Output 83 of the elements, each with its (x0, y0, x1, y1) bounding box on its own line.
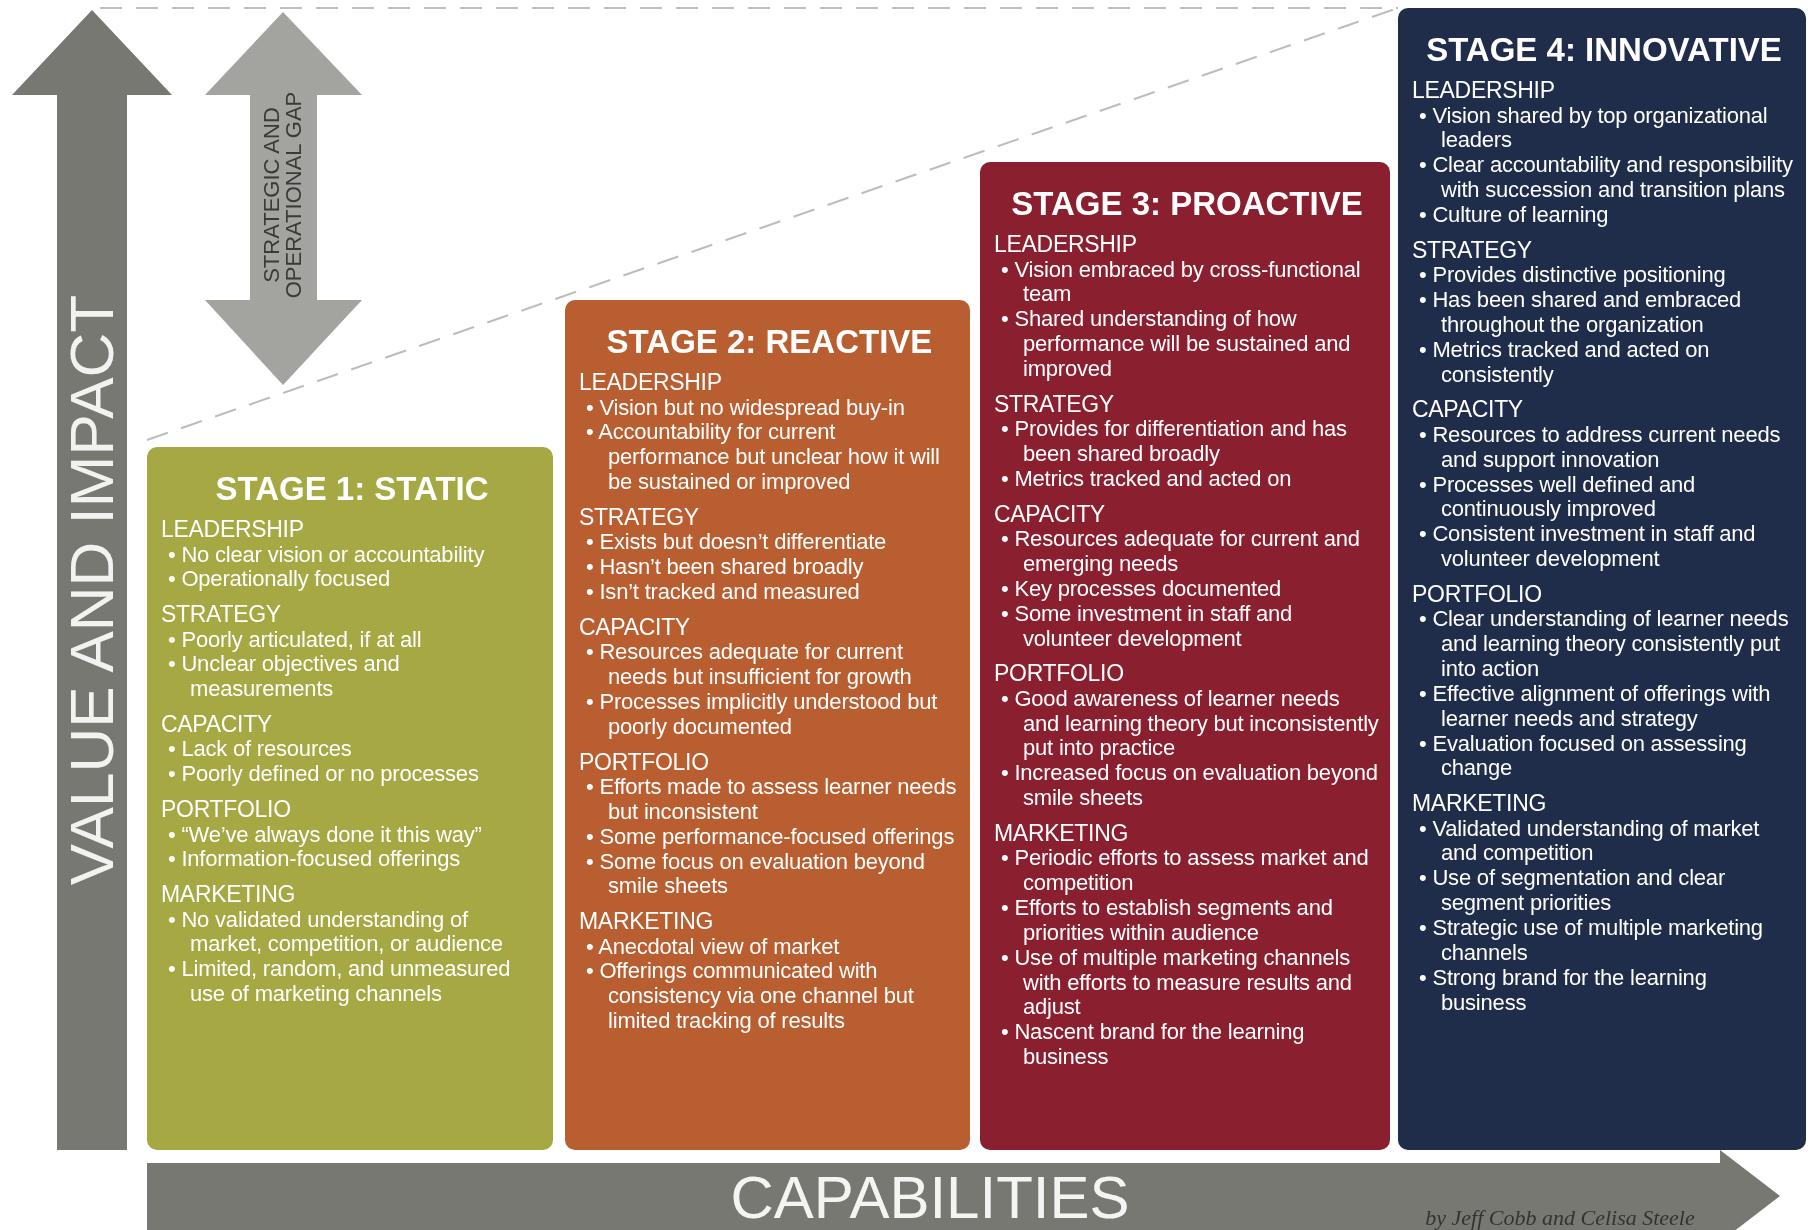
bullet-item: • Provides for differentiation and has been shared broadly (1000, 417, 1348, 467)
bullet-item: • Offerings communicated with consistency via one channel but limited tracking of results (585, 959, 915, 1034)
section-heading: PORTFOLIO (1412, 581, 1543, 608)
axis-title: CAPABILITIES (730, 1168, 1130, 1228)
section-heading: LEADERSHIP (579, 370, 723, 396)
section-heading: LEADERSHIP (994, 232, 1138, 258)
section-heading: LEADERSHIP (161, 517, 305, 543)
bullet-item: • Key processes documented (1000, 576, 1283, 602)
bullet-item: • No validated understanding of market, competition, or audience (167, 907, 504, 958)
bullet-item: • Some focus on evaluation beyond smile sheets (585, 849, 925, 900)
section-heading: STRATEGY (579, 505, 700, 531)
bullet-item: • Strategic use of multiple marketing channels (1418, 916, 1764, 966)
bullet-item: • Shared understanding of how performance will be sustained and improved (1000, 307, 1352, 382)
bullet-item: • Use of multiple marketing channels with efforts to measure results and adjust (1000, 945, 1353, 1021)
section-heading: STRATEGY (161, 602, 282, 628)
bullet-item: • Effective alignment of offerings with learner needs and strategy (1418, 681, 1772, 732)
bullet-item: • Provides distinctive positioning (1418, 263, 1727, 289)
bullet-item: • Resources to address current needs and support innovation (1418, 422, 1782, 473)
bullet-item: • Some investment in staff and volunteer development (1000, 601, 1294, 652)
section-heading: MARKETING (1412, 791, 1548, 817)
section-heading: STRATEGY (1412, 237, 1533, 264)
bullet-item: • Poorly defined or no processes (167, 762, 480, 788)
section-heading: CAPACITY (579, 614, 691, 641)
bullet-item: • Clear accountability and responsibility with succession and transition plans (1418, 153, 1794, 204)
section-heading: PORTFOLIO (994, 661, 1125, 687)
stage-title: STAGE 2: REACTIVE (605, 324, 934, 361)
section-heading: CAPACITY (1412, 397, 1524, 423)
bullet-item: • Increased focus on evaluation beyond smile sheets (1000, 761, 1379, 811)
bullet-item: • Limited, random, and unmeasured use of marketing channels (167, 957, 512, 1007)
bullet-item: • Accountability for current performance but unclear how it will be sustained or improved (585, 420, 941, 496)
gap-label: STRATEGIC AND OPERATIONAL GAP (261, 90, 305, 301)
bullet-item: • Vision but no widespread buy-in (585, 395, 906, 421)
bullet-item: • Nascent brand for the learning business (1000, 1020, 1306, 1070)
section-heading: PORTFOLIO (579, 749, 710, 775)
bullet-item: • Operationally focused (167, 567, 390, 593)
section-heading: CAPACITY (161, 712, 273, 738)
bullet-item: • Some performance-focused offerings (585, 824, 956, 850)
axis-title: VALUE AND IMPACT (61, 294, 123, 886)
stage-panel (565, 300, 970, 1150)
bullet-item: • Good awareness of learner needs and learning theory but inconsistently put into practice (1000, 686, 1380, 762)
bullet-item: • Efforts to establish segments and priorities within audience (1000, 895, 1334, 946)
stage-panel (980, 162, 1390, 1150)
section-heading: CAPACITY (994, 501, 1106, 528)
bullet-item: • No clear vision or accountability (167, 542, 486, 568)
bullet-item: • Information-focused offerings (167, 847, 461, 873)
bullet-item: • Vision embraced by cross-functional team (1000, 257, 1362, 308)
section-heading: MARKETING (579, 909, 715, 935)
bullet-item: • Anecdotal view of market (585, 934, 841, 960)
bullet-item: • Isn’t tracked and measured (585, 580, 861, 605)
section-heading: STRATEGY (994, 391, 1115, 418)
bullet-item: • Processes well defined and continuously improved (1418, 472, 1697, 523)
section-heading: LEADERSHIP (1412, 78, 1556, 104)
bullet-item: • Resources adequate for current needs but insufficient for growth (585, 640, 913, 690)
stage-panel (1398, 8, 1806, 1150)
bullet-item: • Efforts made to assess learner needs but inconsistent (585, 774, 958, 825)
bullet-item: • Clear understanding of learner needs and learning theory consistently put into action (1418, 607, 1790, 682)
bullet-item: • Resources adequate for current and emerging needs (1000, 527, 1361, 577)
stage-title: STAGE 4: INNOVATIVE (1425, 32, 1783, 69)
section-heading: PORTFOLIO (161, 797, 292, 823)
bullet-item: • Processes implicitly understood but poorly documented (585, 689, 939, 740)
bullet-item: • Exists but doesn’t differentiate (585, 530, 888, 556)
stage-title: STAGE 1: STATIC (214, 471, 490, 508)
bullet-item: • Lack of resources (167, 737, 353, 763)
bullet-item: • Vision shared by top organizational leaders (1418, 103, 1769, 154)
bullet-item: • Strong brand for the learning business (1418, 965, 1708, 1016)
credit-text: by Jeff Cobb and Celisa Steele (1425, 1207, 1695, 1229)
stage-panel (147, 447, 553, 1150)
bullet-item: • Metrics tracked and acted on (1000, 466, 1293, 492)
bullet-item: • Unclear objectives and measurements (167, 652, 401, 703)
bullet-item: • Metrics tracked and acted on consistently (1418, 337, 1711, 388)
bullet-item: • Validated understanding of market and competition (1418, 816, 1761, 867)
bullet-item: • Evaluation focused on assessing change (1418, 731, 1748, 782)
bullet-item: • Poorly articulated, if at all (167, 627, 423, 653)
section-heading: MARKETING (994, 820, 1130, 847)
bullet-item: • Has been shared and embraced throughout the organization (1418, 288, 1743, 338)
bullet-item: • Use of segmentation and clear segment priorities (1418, 866, 1726, 916)
bullet-item: • Hasn’t been shared broadly (585, 555, 865, 581)
bullet-item: • Consistent investment in staff and volunteer development (1418, 522, 1757, 572)
stage-title: STAGE 3: PROACTIVE (1010, 186, 1364, 223)
bullet-item: • “We’ve always done it this way” (167, 822, 483, 848)
section-heading: MARKETING (161, 882, 297, 908)
bullet-item: • Culture of learning (1418, 203, 1610, 228)
bullet-item: • Periodic efforts to assess market and competition (1000, 846, 1370, 896)
